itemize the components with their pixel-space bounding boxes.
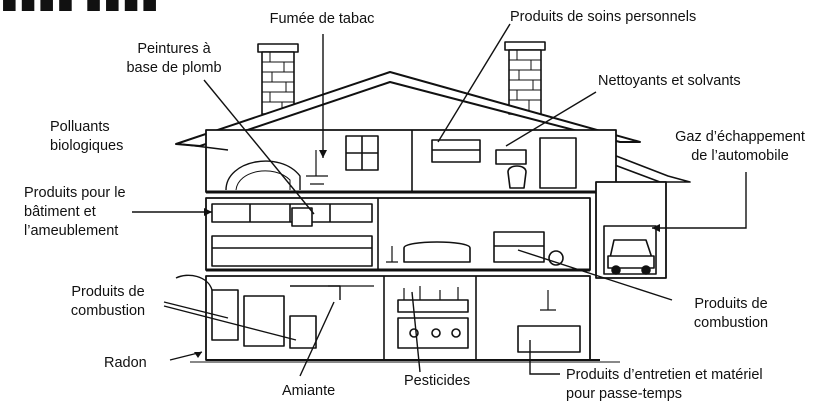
cropped-title-fragment: ▮▮▮▮ ▮▮▮▮ [0, 0, 159, 16]
leader-nettoyants [505, 91, 597, 147]
label-peintures-a-base-de-plomb: Peintures à base de plomb [126, 41, 222, 76]
leader-soins [437, 23, 511, 143]
label-produits-pour-le-batiment: Produits pour le bâtiment et l’ameubleme… [24, 185, 126, 239]
right-chimney [504, 41, 546, 115]
label-fumee-de-tabac: Fumée de tabac [269, 11, 375, 27]
label-amiante: Amiante [282, 383, 336, 399]
label-polluants-biologiques: Polluants biologiques [50, 119, 124, 154]
leader-polluants [179, 143, 229, 151]
car-icon [607, 239, 655, 275]
label-produits-entretien-materiel: Produits d’entretien et matériel pour pa… [566, 367, 763, 402]
label-produits-de-soins-personnels: Produits de soins personnels [510, 9, 697, 25]
leader-gaz [652, 172, 747, 229]
leader-peintures [203, 79, 315, 215]
left-chimney [257, 43, 299, 115]
leader-combustion-left-1 [163, 301, 229, 319]
label-produits-de-combustion-right: Produits de combustion [693, 296, 769, 331]
leader-combustion-right [517, 249, 673, 301]
leader-entretien [529, 340, 560, 375]
garage-roof [579, 141, 691, 183]
leader-combustion-left-2 [163, 305, 297, 341]
label-nettoyants-et-solvants: Nettoyants et solvants [598, 73, 741, 89]
leader-pesticides [411, 291, 421, 373]
label-produits-de-combustion-left: Produits de combustion [70, 284, 146, 319]
leader-amiante [299, 301, 335, 377]
label-gaz-echappement-automobile: Gaz d’échappement de l’automobile [675, 129, 805, 164]
label-radon: Radon [104, 355, 147, 371]
label-pesticides: Pesticides [404, 373, 471, 389]
